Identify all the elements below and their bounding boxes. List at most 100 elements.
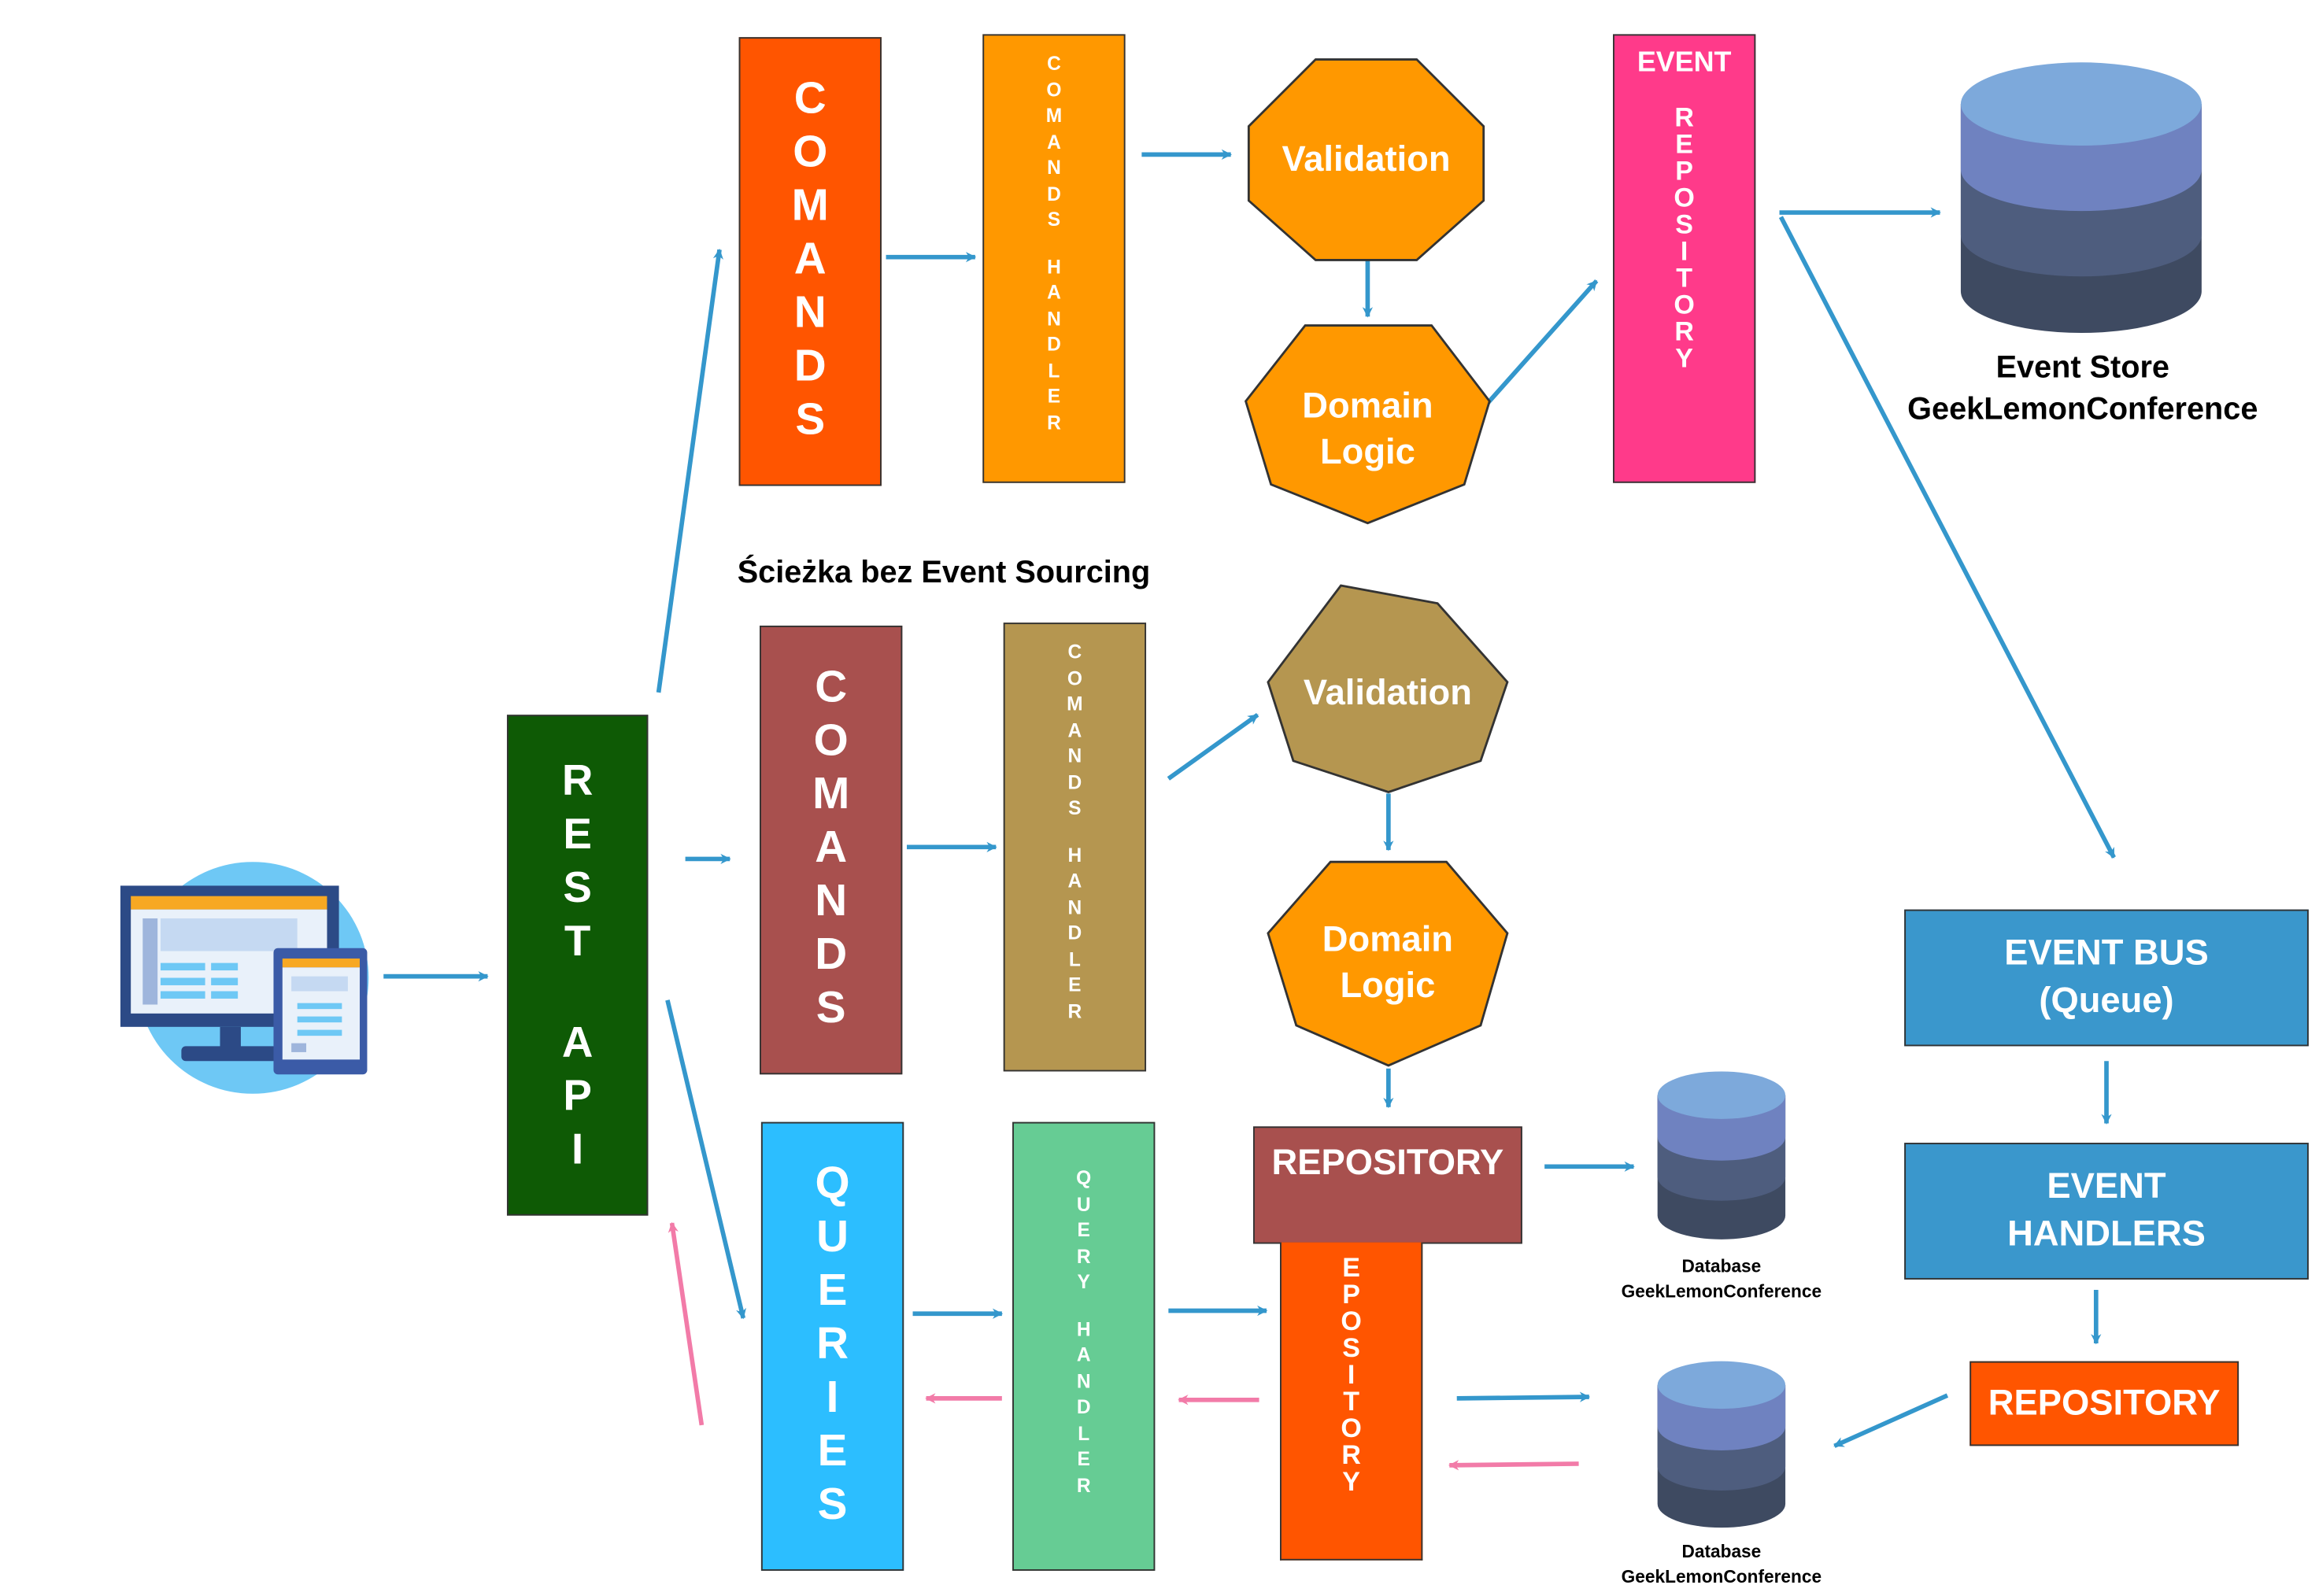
query-handler-label-char-6: H	[1076, 1317, 1091, 1340]
es-commands-label-char-4: N	[793, 288, 827, 338]
queries-label-char-0: Q	[815, 1158, 850, 1209]
event-repository-top-label: EVENT	[1637, 47, 1732, 79]
rest-api-label-char-6: P	[563, 1073, 592, 1121]
query-handler-label-char-8: N	[1076, 1369, 1091, 1392]
query-handler-label-char-1: U	[1076, 1192, 1091, 1215]
rest-api-label-char-0: R	[561, 758, 594, 806]
non-event-sourcing-title: Ścieżka bez Event Sourcing	[737, 556, 1151, 590]
event-repository-label-char-5: I	[1680, 236, 1688, 267]
epository-label-char-4: I	[1347, 1359, 1356, 1390]
nes-commands-handler-label-char-3: A	[1067, 718, 1082, 741]
arrow-rest-to-es-commands	[656, 248, 723, 693]
es-domain-logic-text: Domain Logic	[1302, 386, 1433, 473]
query-handler-label-char-2: E	[1077, 1218, 1090, 1241]
epository-label-char-8: Y	[1342, 1466, 1360, 1497]
es-commands-handler-label-char-7	[1052, 235, 1057, 257]
query-handler-label-char-12: R	[1076, 1473, 1091, 1497]
event-repository-output-box: REPOSITORY	[1969, 1361, 2239, 1446]
event-bus-label-line2: (Queue)	[2039, 981, 2174, 1022]
event-store-caption-line2: GeekLemonConference	[1907, 392, 2258, 427]
command-database-caption: Database GeekLemonConference	[1603, 1254, 1840, 1305]
event-repository-label-char-3: O	[1674, 183, 1695, 213]
rest-api-label-char-2: S	[563, 864, 592, 913]
epository-label-char-3: S	[1342, 1332, 1360, 1363]
es-commands-label-char-1: O	[793, 127, 828, 177]
rest-api-label-char-4	[571, 975, 583, 1022]
event-repository-label-char-1: E	[1675, 129, 1694, 160]
query-handler-label-char-3: R	[1076, 1244, 1091, 1267]
es-commands-handler-label-char-0: C	[1047, 52, 1061, 75]
epository-label-char-2: O	[1341, 1306, 1362, 1336]
epository-label-char-7: R	[1341, 1439, 1361, 1470]
es-commands-handler-label-char-11: D	[1047, 333, 1061, 356]
nes-domain-logic-text: Domain Logic	[1322, 919, 1454, 1007]
queries-label-char-1: U	[816, 1212, 849, 1262]
query-handler-label-char-5	[1081, 1298, 1086, 1319]
es-commands-handler-label-char-2: M	[1045, 104, 1063, 127]
query-handler-label-char-7: A	[1076, 1343, 1091, 1366]
event-repository-label-char-0: R	[1674, 102, 1694, 133]
arrow-db-to-epository	[1448, 1460, 1579, 1471]
nes-commands-label-char-0: C	[815, 663, 848, 712]
nes-commands-handler-label-char-11: D	[1067, 922, 1082, 944]
query-database-caption-line1: Database	[1681, 1541, 1762, 1562]
es-commands-handler-label-char-10: N	[1047, 307, 1061, 330]
event-store-database-icon	[1960, 62, 2202, 333]
nes-commands-handler-label-char-13: E	[1068, 973, 1082, 996]
arrow-repo-to-query-db	[1833, 1393, 1949, 1448]
es-commands-label-char-0: C	[793, 74, 827, 124]
query-database-caption: Database GeekLemonConference	[1603, 1539, 1840, 1590]
es-commands-handler-label-char-13: E	[1047, 385, 1061, 408]
es-validation-shape	[1247, 58, 1485, 261]
epository-label-char-0: E	[1342, 1252, 1360, 1283]
nes-commands-label-char-5: D	[815, 930, 848, 980]
nes-commands-handler-label-char-14: R	[1067, 999, 1082, 1022]
rest-api-label-char-7: I	[571, 1126, 584, 1174]
nes-commands-handler-label-char-5: D	[1067, 770, 1082, 793]
queries-label-char-2: E	[817, 1265, 848, 1316]
queries-label-char-5: E	[817, 1426, 848, 1476]
query-handler-label-char-11: E	[1077, 1447, 1090, 1471]
arrow-queries-to-rest	[668, 1221, 705, 1426]
query-handler-label-char-0: Q	[1076, 1166, 1092, 1189]
nes-commands-label-char-3: A	[815, 823, 848, 873]
nes-commands-handler-label-char-6: S	[1068, 796, 1082, 819]
rest-api-label-char-5: A	[561, 1019, 594, 1067]
nes-commands-handler-label-char-8: H	[1067, 844, 1082, 866]
query-handler-label-char-9: D	[1076, 1395, 1091, 1418]
command-database-caption-line2: GeekLemonConference	[1621, 1280, 1822, 1302]
command-database-caption-line1: Database	[1681, 1255, 1762, 1277]
event-bus-box: EVENT BUS (Queue)	[1904, 909, 2309, 1047]
event-bus-label-line1: EVENT BUS	[2004, 933, 2209, 973]
nes-commands-label-char-4: N	[815, 877, 848, 926]
queries-label-char-3: R	[816, 1319, 849, 1369]
query-handler-label-char-10: L	[1078, 1421, 1090, 1445]
event-repository-label-char-8: R	[1674, 316, 1694, 346]
nes-commands-label-char-2: M	[812, 770, 850, 819]
event-repository-label-char-7: O	[1674, 290, 1695, 320]
arrow-rest-to-queries	[665, 999, 746, 1320]
query-database-caption-line2: GeekLemonConference	[1621, 1566, 1822, 1587]
rest-api-label-char-1: E	[563, 811, 592, 859]
nes-commands-handler-label-char-12: L	[1068, 948, 1081, 970]
command-database-icon	[1657, 1071, 1786, 1239]
nes-commands-handler-label-char-9: A	[1067, 870, 1082, 892]
event-handlers-box: EVENT HANDLERS	[1904, 1143, 2309, 1280]
arrow-nes-handler-to-validation	[1167, 712, 1259, 781]
